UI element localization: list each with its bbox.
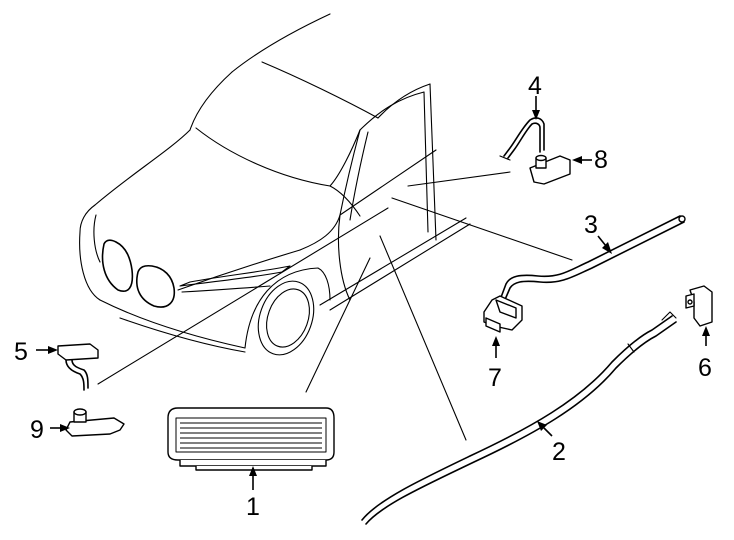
part-2-cable [361,311,677,525]
leader-lines [97,171,573,441]
part-label-7: 7 [488,364,502,392]
part-5-sensor [57,343,99,391]
part-label-2: 2 [552,438,566,466]
part-label-1: 1 [246,493,260,521]
part-label-6: 6 [698,354,712,382]
part-3-tube [499,215,686,303]
part-4-wire [499,117,545,161]
part-8-sensor [529,154,571,185]
part-label-4: 4 [528,72,542,100]
part-7-sensor [483,295,523,333]
vehicle-outline [79,13,471,356]
part-label-8: 8 [594,146,608,174]
part-label-5: 5 [14,338,28,366]
part-9-sensor [65,408,125,437]
part-6-sensor [685,285,713,327]
callout-arrows [36,96,710,490]
part-label-3: 3 [584,211,598,239]
part-1-module [167,407,335,471]
part-label-9: 9 [30,416,44,444]
part-labels: 1 2 3 4 5 6 7 8 9 [14,72,712,521]
